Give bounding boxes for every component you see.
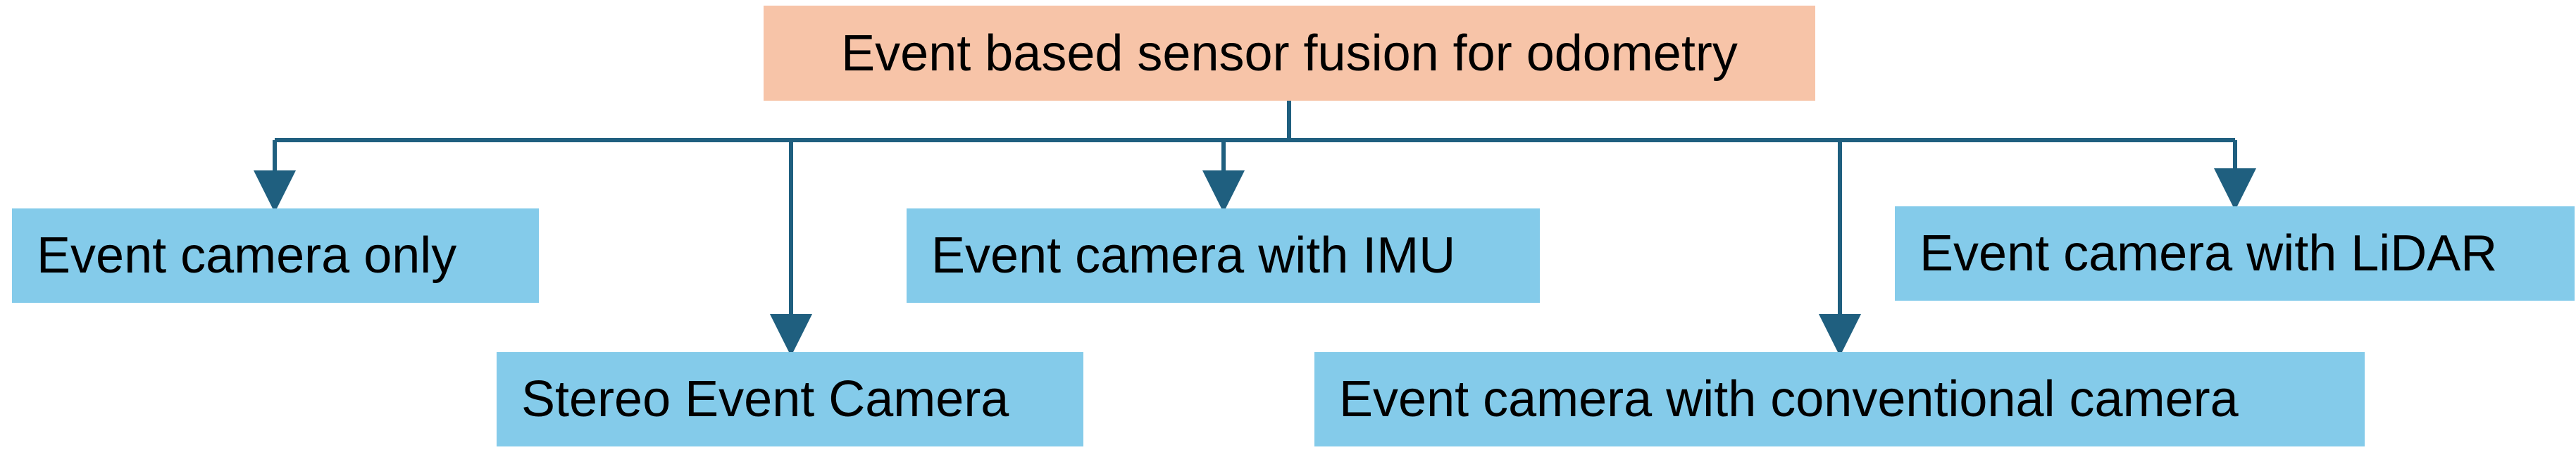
node-event-camera-with-lidar-label: Event camera with LiDAR bbox=[1919, 225, 2498, 282]
node-event-camera-only: Event camera only bbox=[12, 208, 539, 303]
node-stereo-event-camera-label: Stereo Event Camera bbox=[521, 371, 1009, 427]
node-stereo-event-camera: Stereo Event Camera bbox=[497, 352, 1083, 446]
node-event-camera-with-lidar: Event camera with LiDAR bbox=[1895, 206, 2575, 301]
node-event-camera-only-label: Event camera only bbox=[37, 227, 457, 284]
root-node-label: Event based sensor fusion for odometry bbox=[841, 25, 1738, 82]
root-node: Event based sensor fusion for odometry bbox=[764, 6, 1815, 101]
node-event-camera-with-imu-label: Event camera with IMU bbox=[931, 227, 1456, 284]
node-event-camera-with-conventional-camera: Event camera with conventional camera bbox=[1314, 352, 2365, 446]
node-event-camera-with-conventional-camera-label: Event camera with conventional camera bbox=[1339, 371, 2239, 427]
node-event-camera-with-imu: Event camera with IMU bbox=[907, 208, 1540, 303]
